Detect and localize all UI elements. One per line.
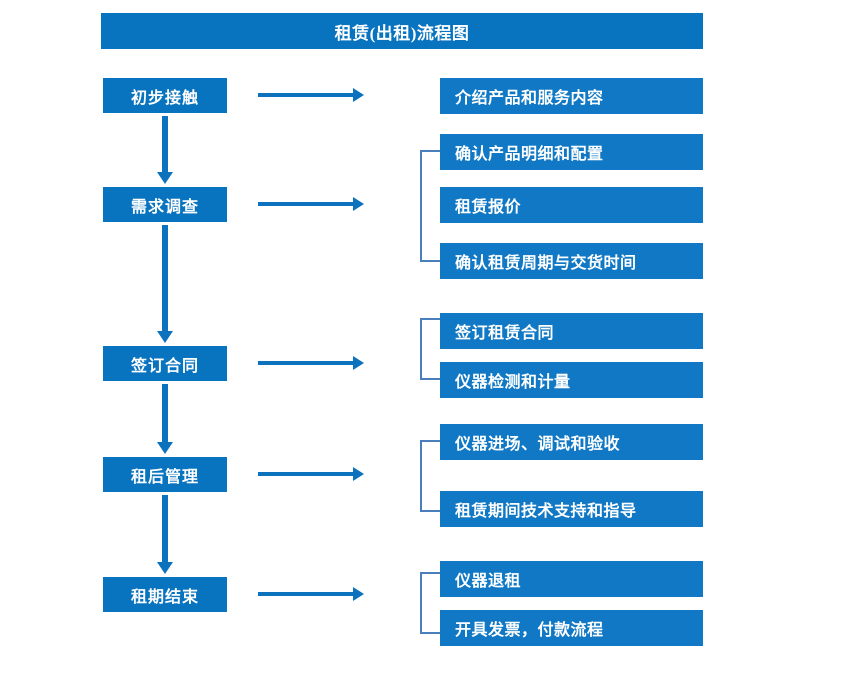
group-bracket-2 (420, 150, 440, 262)
stage-box-5[interactable]: 租期结束 (103, 577, 227, 612)
group-bracket-4 (420, 440, 440, 512)
flow-arrow-down-2 (157, 225, 173, 343)
detail-box-1[interactable]: 介绍产品和服务内容 (440, 78, 703, 114)
branch-arrow-right-5 (258, 587, 364, 601)
detail-box-2[interactable]: 确认产品明细和配置 (440, 134, 703, 170)
group-bracket-3 (420, 318, 440, 380)
detail-box-9[interactable]: 仪器退租 (440, 561, 703, 597)
stage-box-3[interactable]: 签订合同 (103, 346, 227, 381)
detail-box-7[interactable]: 仪器进场、调试和验收 (440, 424, 703, 460)
detail-box-6[interactable]: 仪器检测和计量 (440, 362, 703, 398)
flow-arrow-down-3 (157, 384, 173, 454)
detail-box-10[interactable]: 开具发票，付款流程 (440, 610, 703, 646)
detail-box-8[interactable]: 租赁期间技术支持和指导 (440, 491, 703, 527)
branch-arrow-right-1 (258, 88, 364, 102)
flow-arrow-down-1 (157, 116, 173, 184)
branch-arrow-right-3 (258, 356, 364, 370)
flow-arrow-down-4 (157, 495, 173, 574)
detail-box-5[interactable]: 签订租赁合同 (440, 313, 703, 349)
page-title: 租赁(出租)流程图 (101, 13, 703, 49)
stage-box-2[interactable]: 需求调查 (103, 187, 227, 222)
stage-box-1[interactable]: 初步接触 (103, 78, 227, 113)
group-bracket-5 (420, 572, 440, 634)
branch-arrow-right-4 (258, 467, 364, 481)
detail-box-4[interactable]: 确认租赁周期与交货时间 (440, 243, 703, 279)
branch-arrow-right-2 (258, 197, 364, 211)
detail-box-3[interactable]: 租赁报价 (440, 187, 703, 223)
stage-box-4[interactable]: 租后管理 (103, 457, 227, 492)
